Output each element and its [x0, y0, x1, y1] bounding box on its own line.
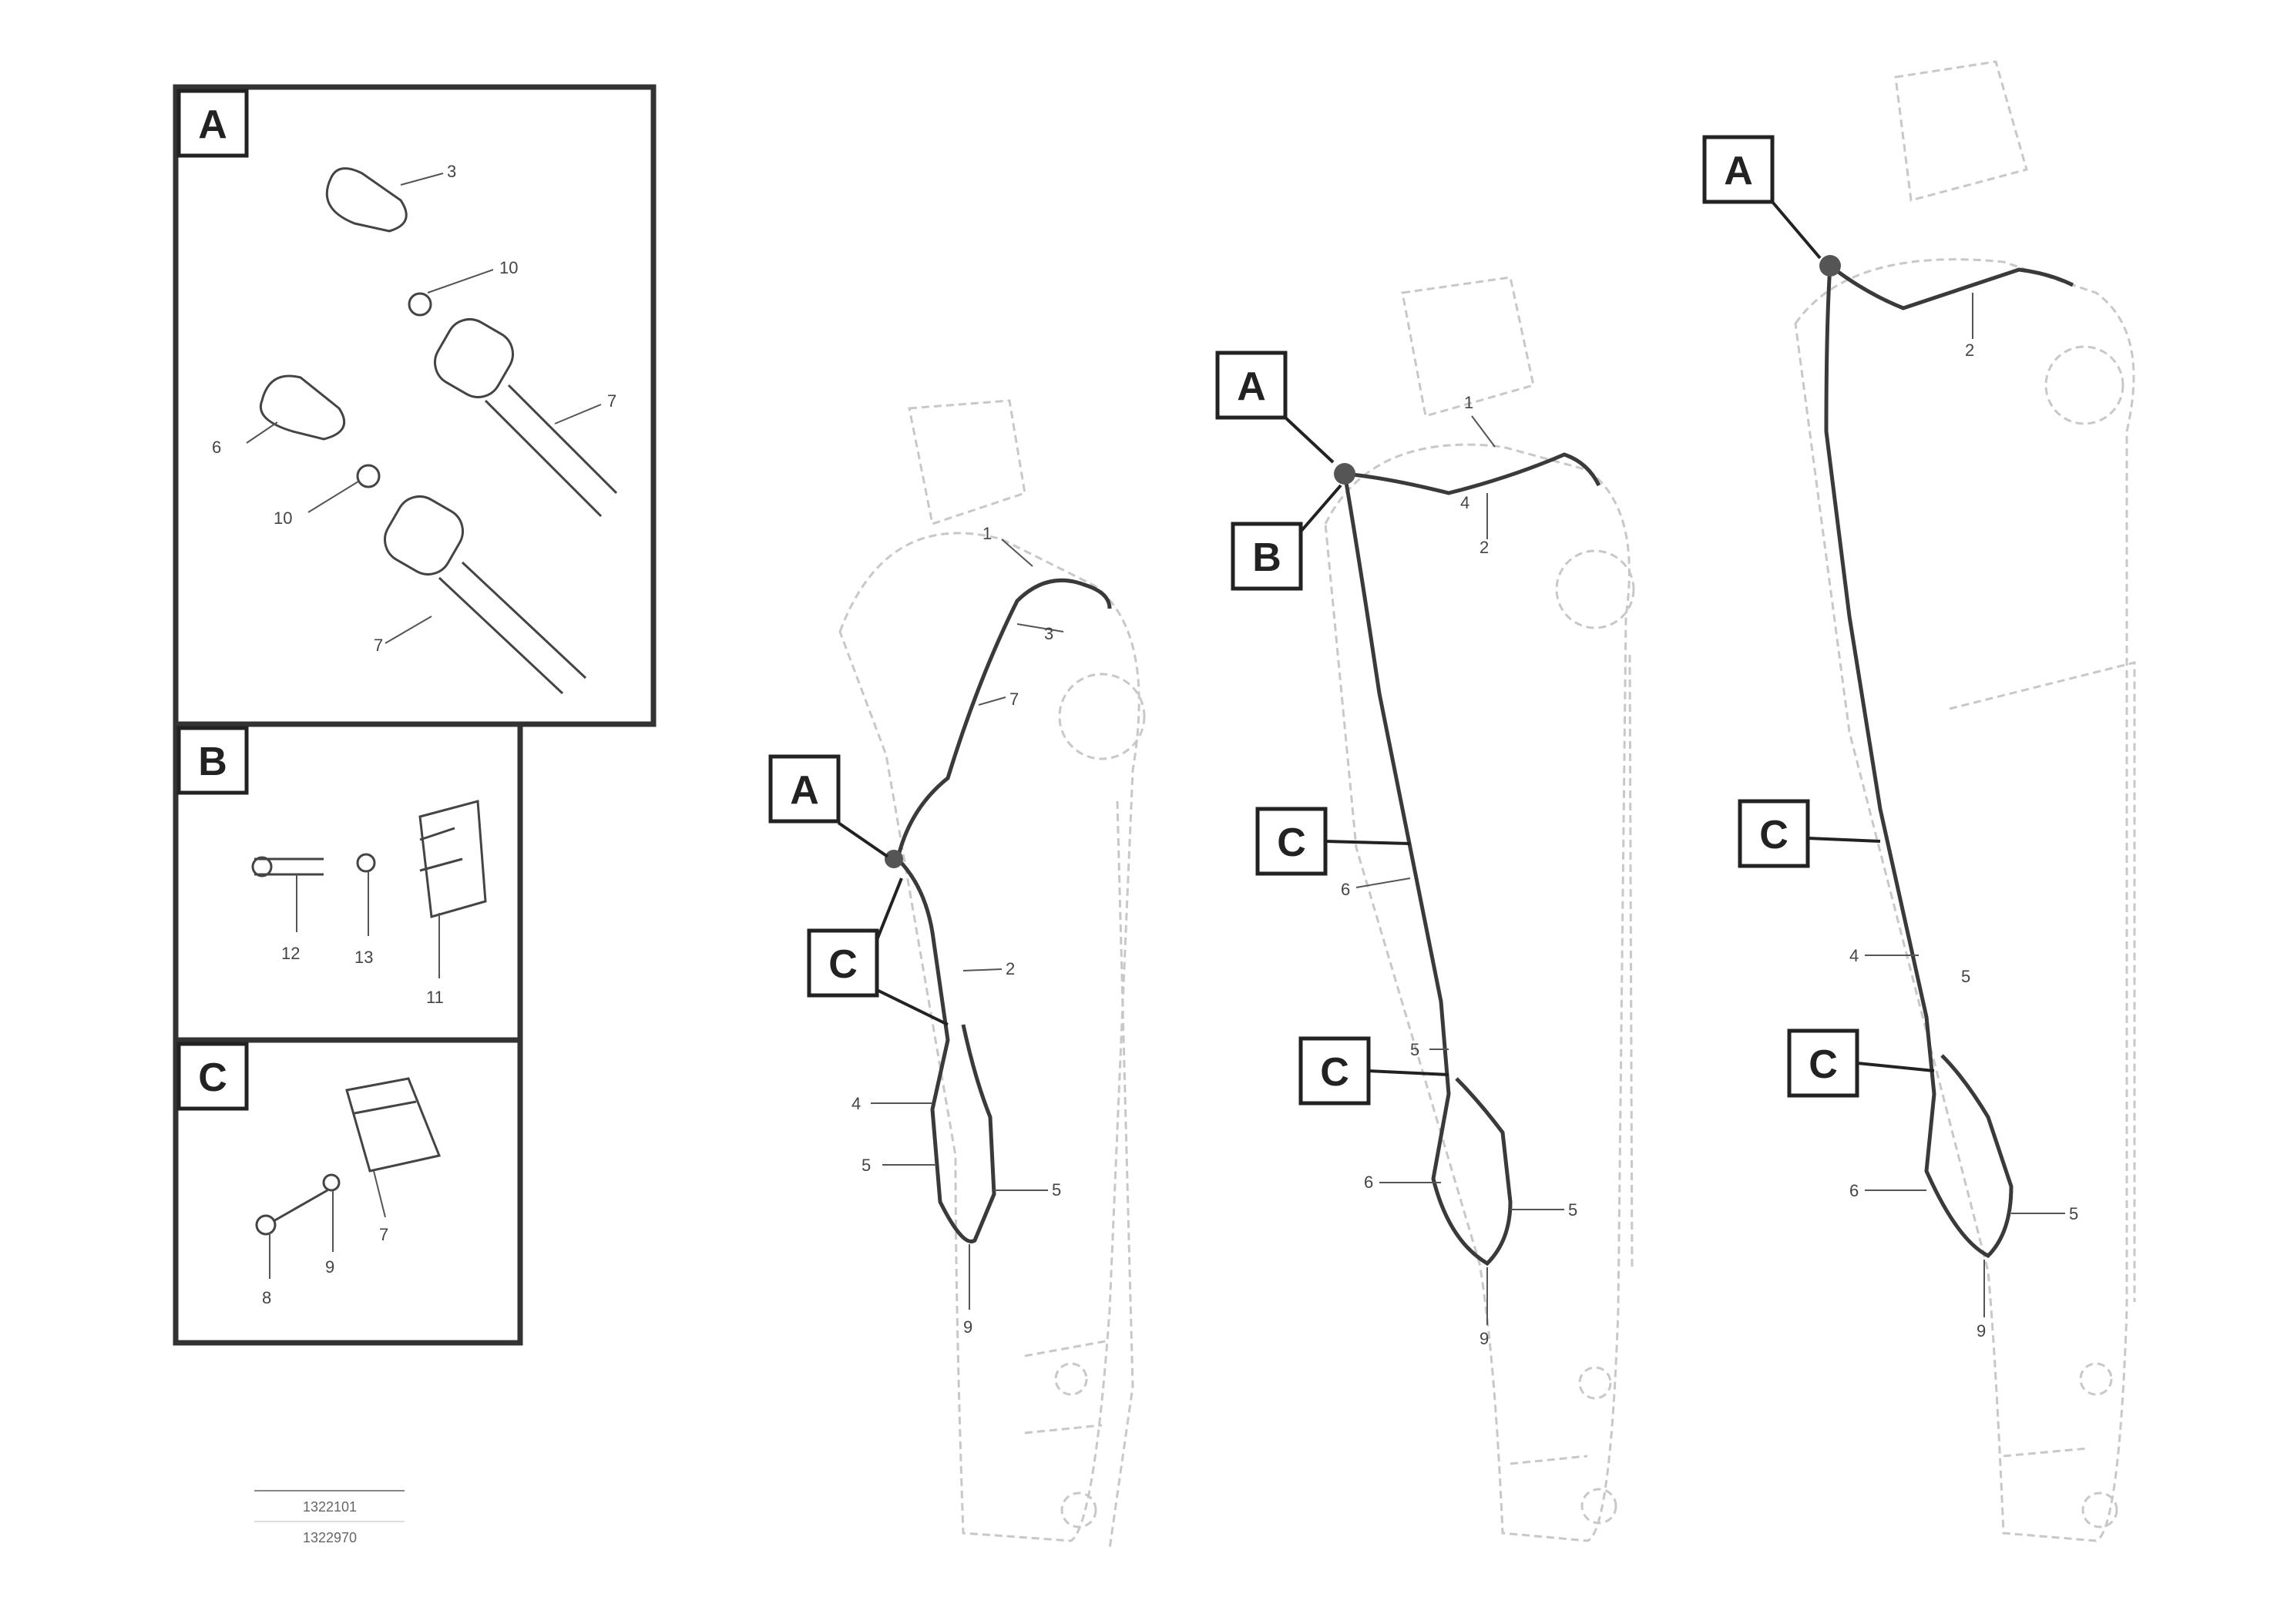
detail-b-num-1: 12	[281, 944, 300, 963]
arm1-num-4: 2	[1006, 959, 1015, 978]
arm1-num-6: 5	[862, 1156, 871, 1175]
arm1-num-8: 9	[963, 1317, 972, 1337]
detail-b-label: B	[198, 740, 227, 784]
arm2-num-1: 1	[1464, 393, 1473, 412]
detail-c-num-2: 9	[325, 1257, 334, 1277]
detail-a-num-6: 7	[374, 636, 383, 655]
detail-a-num-5: 10	[274, 508, 292, 528]
arm3-callout-c1: C	[1759, 813, 1789, 857]
arm1-num-2: 3	[1044, 624, 1053, 643]
legend-line-2: 1322970	[303, 1530, 357, 1545]
detail-a-num-2: 10	[499, 258, 518, 277]
arm-view-2: A B C C 1 2 4 6 5 6 5 9	[1215, 276, 1635, 1542]
arm2-callout-a: A	[1237, 364, 1266, 409]
detail-a-num-4: 6	[212, 438, 221, 457]
detail-c-label: C	[198, 1055, 227, 1100]
arm2-num-2: 2	[1480, 538, 1489, 557]
detail-a-num-3: 7	[607, 391, 616, 411]
arm1-callout-c: C	[828, 942, 858, 987]
detail-a-num-1: 3	[447, 162, 456, 181]
drawing-legend: 1322101 1322970	[254, 1490, 405, 1545]
arm3-num-1: 2	[1965, 341, 1974, 360]
arm3-callout-a: A	[1724, 149, 1753, 193]
arm2-num-8: 9	[1480, 1329, 1489, 1348]
arm1-num-7: 5	[1052, 1180, 1061, 1200]
detail-panel-a: A 3 10 7 6 10 7	[173, 84, 657, 727]
arm2-num-7: 5	[1568, 1200, 1577, 1220]
detail-b-num-3: 11	[426, 988, 444, 1007]
arm3-num-3: 5	[1961, 967, 1970, 986]
arm-view-1: A C 1 3 7 2 4 5 5 9	[768, 399, 1146, 1549]
arm1-num-5: 4	[851, 1094, 861, 1113]
arm1-callout-a: A	[790, 768, 819, 813]
detail-panel-c: C 8 9 7	[173, 1037, 523, 1346]
arm1-num-3: 7	[1009, 690, 1019, 709]
arm2-num-5: 5	[1410, 1040, 1419, 1059]
detail-b-num-2: 13	[354, 948, 373, 967]
arm2-num-4: 6	[1341, 880, 1350, 899]
arm2-num-6: 6	[1364, 1173, 1373, 1192]
arm3-callout-c2: C	[1809, 1042, 1838, 1087]
detail-a-label: A	[198, 102, 227, 147]
arm2-callout-c1: C	[1277, 820, 1306, 865]
legend-line-1: 1322101	[303, 1499, 357, 1515]
arm3-num-5: 5	[2069, 1204, 2078, 1223]
arm2-num-3: 4	[1460, 493, 1469, 512]
detail-c-num-3: 7	[379, 1225, 388, 1244]
arm3-num-6: 9	[1977, 1321, 1986, 1340]
detail-c-num-1: 8	[262, 1288, 271, 1307]
arm3-num-2: 4	[1849, 946, 1859, 965]
arm3-num-4: 6	[1849, 1181, 1859, 1200]
detail-panel-b: B 12 13 11	[173, 721, 523, 1043]
arm2-callout-c2: C	[1320, 1050, 1349, 1095]
arm2-callout-b: B	[1252, 535, 1281, 580]
arm1-num-1: 1	[982, 524, 992, 543]
arm-view-3: A C C 2 4 5 6 5 9	[1702, 60, 2136, 1542]
